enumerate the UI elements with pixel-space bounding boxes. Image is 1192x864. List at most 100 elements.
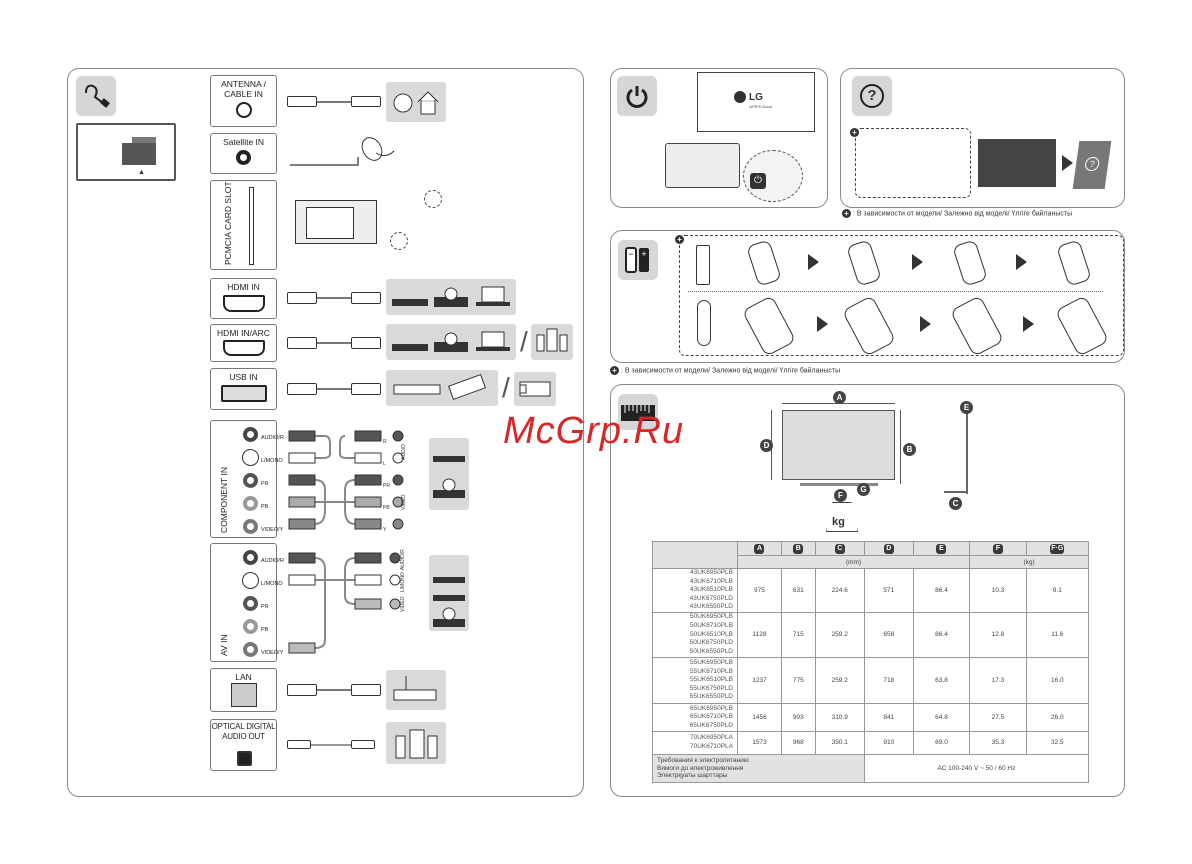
usb-plug-icon xyxy=(287,383,317,395)
jack-label: AUDIO/R xyxy=(400,549,406,570)
jack-label: VIDEO/Y xyxy=(261,527,284,533)
hdmi-plug-icon xyxy=(351,292,381,304)
power-row: Требования к электропитанию Вимоги до ел… xyxy=(652,753,1090,783)
cell-value: 69.0 xyxy=(912,730,971,755)
cell-value: 63.8 xyxy=(912,656,971,704)
cell-value: 1128 xyxy=(737,611,782,658)
jack-label: AUDIO/R xyxy=(261,435,284,441)
tv-side-dimension-diagram xyxy=(944,409,968,494)
port-label: HDMI IN xyxy=(227,282,260,292)
usb-plug-icon xyxy=(351,383,381,395)
column-header: E xyxy=(912,541,971,556)
cell-value: 17.3 xyxy=(969,656,1027,704)
model-name: 43UK6550PLD xyxy=(689,603,733,611)
model-name: 55UK6750PLD xyxy=(689,684,733,692)
dotted-separator xyxy=(688,291,1103,292)
lan-port-icon xyxy=(231,683,257,707)
power-icon xyxy=(617,76,657,116)
port-antenna: ANTENNA / CABLE IN xyxy=(210,75,277,127)
cell-value: 16.0 xyxy=(1025,656,1090,704)
av-cables xyxy=(285,550,405,660)
model-name: 43UK6510PLB xyxy=(689,586,733,594)
cable-icon xyxy=(76,76,116,116)
coax-plug-icon xyxy=(351,96,381,107)
next-step-arrow-icon xyxy=(817,316,828,332)
column-header: B xyxy=(780,541,816,556)
port-hdmi-arc: HDMI IN/ARC xyxy=(210,324,277,362)
port-label: LAN xyxy=(235,672,252,682)
standard-remote-icon xyxy=(696,245,710,285)
port-label: AV IN xyxy=(219,634,229,656)
joystick-button-detail xyxy=(665,143,740,188)
model-name: 50UK6710PLB xyxy=(689,622,733,630)
model-name: 55UK6550PLD xyxy=(689,693,733,701)
hdmi-arc-devices-icon xyxy=(386,324,516,360)
cell-value: 571 xyxy=(863,568,914,613)
cell-value: 968 xyxy=(780,730,816,755)
cell-value: 1573 xyxy=(737,730,782,755)
dimension-label-a: A xyxy=(833,391,846,404)
remote-settings-area xyxy=(855,128,971,198)
model-name: 55UK6950PLB xyxy=(689,658,733,666)
battery-icon: −+ xyxy=(618,240,658,280)
tv-rear-diagram: ▲ xyxy=(76,123,176,181)
next-step-arrow-icon xyxy=(912,254,923,270)
model-name: 43UK6950PLB xyxy=(689,569,733,576)
component-jacks xyxy=(242,427,259,534)
cell-value: 259.2 xyxy=(814,656,865,704)
speaker-system-icon xyxy=(531,324,573,360)
lg-slogan: LIFE'S Good xyxy=(749,104,772,109)
coax-plug-icon xyxy=(287,96,317,107)
component-devices-icon xyxy=(429,438,469,510)
watermark: McGrp.Ru xyxy=(503,410,685,452)
satellite-dish-icon xyxy=(288,135,398,180)
column-header-letter: D xyxy=(883,543,894,554)
jack-label: PR xyxy=(383,483,390,489)
unit-mm: (mm) xyxy=(736,555,971,569)
model-name: 43UK6750PLD xyxy=(689,594,733,602)
cell-value: 10.3 xyxy=(969,568,1027,613)
lg-logo-text: LG xyxy=(749,91,763,103)
model-header xyxy=(652,541,738,569)
help-icon: ? xyxy=(852,76,892,116)
port-label: Satellite IN xyxy=(222,137,265,147)
lg-logo-icon xyxy=(734,91,746,103)
red-jack-icon xyxy=(243,550,258,565)
cell-value: 224.6 xyxy=(814,568,865,613)
pr-jack-icon xyxy=(243,596,258,611)
column-header: D xyxy=(863,541,914,556)
weight-unit-label: kg xyxy=(832,516,845,528)
column-header-letter: B xyxy=(793,543,804,554)
tv-front-diagram: LG LIFE'S Good xyxy=(697,72,815,132)
dimension-label-b: B xyxy=(903,443,916,456)
port-optical: OPTICAL DIGITAL AUDIO OUT xyxy=(210,719,277,771)
y-jack-icon xyxy=(243,519,258,534)
next-step-arrow-icon xyxy=(1016,254,1027,270)
audio-group-label: AUDIO xyxy=(401,444,407,460)
jack-label: PB xyxy=(261,504,269,510)
cell-value: 259.2 xyxy=(814,611,865,658)
cell-value: 903 xyxy=(780,702,816,732)
tv-stand xyxy=(800,483,878,486)
cell-value: 658 xyxy=(863,611,914,658)
dimension-label-c: C xyxy=(949,497,962,510)
port-pcmcia: PCMCIA CARD SLOT xyxy=(210,180,277,270)
jack-label: L xyxy=(383,461,386,467)
footnote-help: +: В зависимости от модели/ Залежно від … xyxy=(842,209,1072,218)
cell-value: 35.3 xyxy=(969,730,1027,755)
lan-plug-icon xyxy=(287,684,317,696)
svg-text:−: − xyxy=(628,249,633,259)
column-header-letter: A xyxy=(754,543,765,554)
column-header: C xyxy=(814,541,865,556)
model-name: 50UK6950PLB xyxy=(689,613,733,621)
port-satellite: Satellite IN xyxy=(210,133,277,174)
model-name: 50UK6550PLD xyxy=(689,647,733,655)
model-name: 43UK6710PLB xyxy=(689,577,733,585)
usb-stick-icon xyxy=(514,372,556,406)
